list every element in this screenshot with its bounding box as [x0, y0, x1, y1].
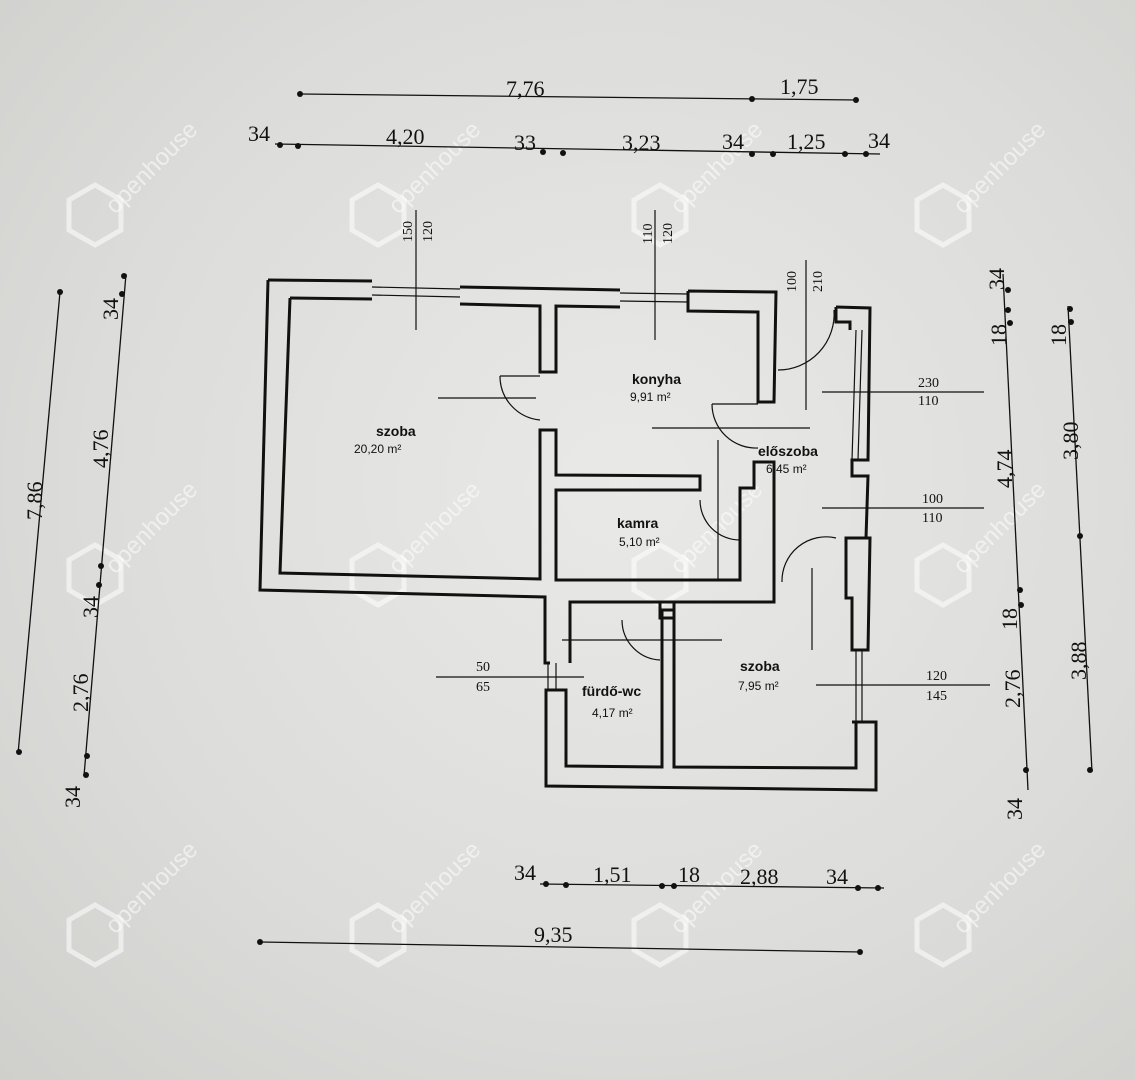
dim-right-18b: 18 [997, 608, 1022, 630]
watermark-text: openhouse [948, 476, 1051, 579]
room-name-konyha: konyha [632, 371, 681, 387]
dim-right-388: 3,88 [1066, 642, 1091, 681]
dim-top-175: 1,75 [780, 74, 819, 99]
watermark-text: openhouse [383, 836, 486, 939]
opening-label-120c: 120 [926, 669, 947, 684]
watermark-text: openhouse [383, 476, 486, 579]
room-name-kamra: kamra [617, 515, 658, 531]
room-name-szoba-small: szoba [740, 658, 780, 674]
walls [258, 278, 878, 792]
opening-label-110: 110 [641, 224, 656, 244]
door-swings [499, 309, 837, 661]
dim-left-276: 2,76 [68, 674, 93, 713]
dim-bottom-18: 18 [678, 862, 700, 887]
dim-left-786: 7,86 [22, 482, 47, 521]
dim-left-34c: 34 [60, 786, 85, 808]
room-area-furdo-wc: 4,17 m² [592, 706, 633, 720]
dim-top-323: 3,23 [622, 130, 661, 155]
watermarks: openhouse openhouse openhouse openhouse … [66, 116, 1051, 968]
bottom-dimensions: 34 1,51 18 2,88 34 9,35 [257, 860, 885, 955]
dim-top-34c: 34 [868, 128, 890, 153]
opening-label-110b: 110 [918, 394, 938, 409]
dim-top-34b: 34 [722, 129, 744, 154]
left-dimensions: 7,86 34 4,76 34 2,76 34 [16, 273, 127, 808]
watermark-text: openhouse [665, 116, 768, 219]
room-area-eloszoba: 6,45 m² [766, 462, 807, 476]
dim-right-276: 2,76 [1000, 670, 1025, 709]
watermark-logo: openhouse [631, 836, 768, 968]
watermark-text: openhouse [100, 476, 203, 579]
room-name-eloszoba: előszoba [758, 443, 818, 459]
dim-left-34b: 34 [78, 596, 103, 618]
dim-top-125: 1,25 [787, 129, 826, 154]
opening-label-210: 210 [811, 271, 826, 292]
right-dimensions: 34 18 4,74 18 2,76 34 18 3,80 3,88 [984, 268, 1093, 820]
watermark-text: openhouse [665, 476, 768, 579]
dim-bottom-34b: 34 [826, 864, 848, 889]
opening-label-145: 145 [926, 689, 947, 704]
opening-label-150: 150 [401, 221, 416, 242]
watermark-logo: openhouse [349, 476, 486, 608]
dim-right-380: 3,80 [1058, 422, 1083, 461]
watermark-logo: openhouse [914, 116, 1051, 248]
dim-left-476: 4,76 [88, 430, 113, 469]
dim-top-34a: 34 [248, 121, 270, 146]
opening-label-65: 65 [476, 680, 490, 695]
room-name-szoba-large: szoba [376, 423, 416, 439]
watermark-text: openhouse [100, 836, 203, 939]
opening-label-50: 50 [476, 660, 490, 675]
watermark-text: openhouse [948, 836, 1051, 939]
dim-bottom-151: 1,51 [593, 862, 632, 887]
dim-right-18c: 18 [1046, 324, 1071, 346]
watermark-logo: openhouse [66, 836, 203, 968]
watermark-logo: openhouse [66, 116, 203, 248]
opening-annotations: 150 120 110 120 100 210 230 110 100 110 … [401, 210, 990, 704]
room-labels: szoba 20,20 m² konyha 9,91 m² előszoba 6… [354, 371, 818, 720]
dim-top-420: 4,20 [386, 124, 425, 149]
opening-label-120: 120 [421, 221, 436, 242]
dim-left-34a: 34 [98, 298, 123, 320]
room-area-szoba-small: 7,95 m² [738, 679, 779, 693]
dim-right-18a: 18 [986, 324, 1011, 346]
room-name-furdo-wc: fürdő-wc [582, 683, 641, 699]
opening-label-230: 230 [918, 376, 939, 391]
dim-right-34b: 34 [1002, 798, 1027, 820]
opening-label-120b: 120 [661, 223, 676, 244]
dim-right-34a: 34 [984, 268, 1009, 290]
opening-label-100a: 100 [785, 271, 800, 292]
room-area-konyha: 9,91 m² [630, 390, 671, 404]
dim-bottom-935: 9,35 [534, 922, 573, 947]
watermark-logo: openhouse [66, 476, 203, 608]
dim-bottom-288: 2,88 [740, 864, 779, 889]
watermark-logo: openhouse [914, 836, 1051, 968]
room-area-szoba-large: 20,20 m² [354, 442, 401, 456]
dim-top-776: 7,76 [506, 76, 545, 101]
dim-top-33: 33 [514, 130, 536, 155]
opening-label-100b: 100 [922, 492, 943, 507]
watermark-text: openhouse [948, 116, 1051, 219]
top-dimensions: 7,76 1,75 34 4,20 33 3,23 34 1,25 34 [248, 74, 890, 157]
room-area-kamra: 5,10 m² [619, 535, 660, 549]
dim-right-474: 4,74 [992, 450, 1017, 489]
opening-label-110c: 110 [922, 511, 942, 526]
watermark-text: openhouse [100, 116, 203, 219]
dim-bottom-34a: 34 [514, 860, 536, 885]
